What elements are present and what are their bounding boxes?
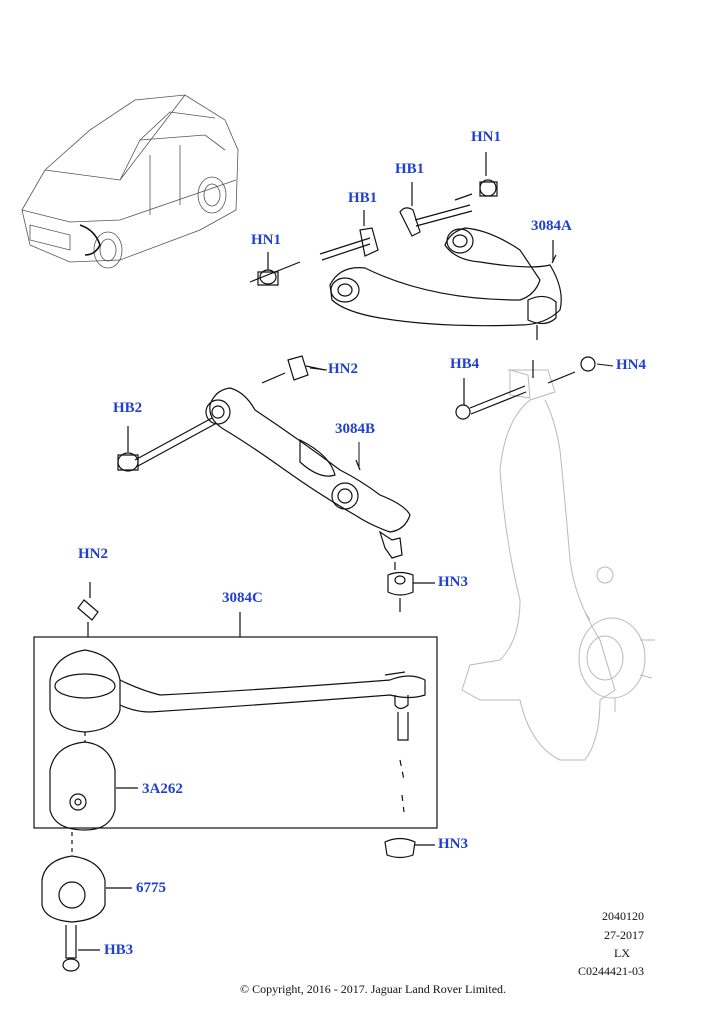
ref-code-1: 2040120 xyxy=(602,909,644,923)
bushing-6775-and-bolt xyxy=(41,832,132,972)
steering-knuckle xyxy=(461,369,655,761)
label-hb4: HB4 xyxy=(450,356,480,372)
label-hn2-lower: HN2 xyxy=(78,546,108,562)
upper-control-arm-3084a xyxy=(329,227,562,340)
label-hb1-mid: HB1 xyxy=(348,190,378,206)
ref-code-3: LX xyxy=(614,946,630,960)
label-3084b: 3084B xyxy=(335,421,376,437)
label-hn1-left: HN1 xyxy=(251,232,281,248)
label-hb1-top: HB1 xyxy=(395,161,425,177)
copyright-notice: © Copyright, 2016 - 2017. Jaguar Land Ro… xyxy=(239,982,507,996)
ref-code-4: C0244421-03 xyxy=(578,964,644,978)
leader-lines xyxy=(309,363,614,468)
label-hn1-top: HN1 xyxy=(471,129,501,145)
label-hn2-upper: HN2 xyxy=(328,361,358,377)
label-6775: 6775 xyxy=(136,880,166,896)
ref-code-2: 27-2017 xyxy=(604,928,644,942)
label-3a262: 3A262 xyxy=(142,781,183,797)
upper-fasteners xyxy=(249,152,554,286)
label-hn4: HN4 xyxy=(616,357,646,373)
label-hn3-lower: HN3 xyxy=(438,836,468,852)
label-hn3-upper: HN3 xyxy=(438,574,468,590)
vehicle-illustration xyxy=(21,94,239,269)
lower-control-arm-3084b xyxy=(117,355,435,612)
label-hb2: HB2 xyxy=(113,400,143,416)
assembly-3084c xyxy=(33,582,438,859)
label-3084c: 3084C xyxy=(222,590,263,606)
label-3084a: 3084A xyxy=(531,218,572,234)
knuckle-fasteners xyxy=(455,356,596,420)
label-hb3: HB3 xyxy=(104,942,134,958)
